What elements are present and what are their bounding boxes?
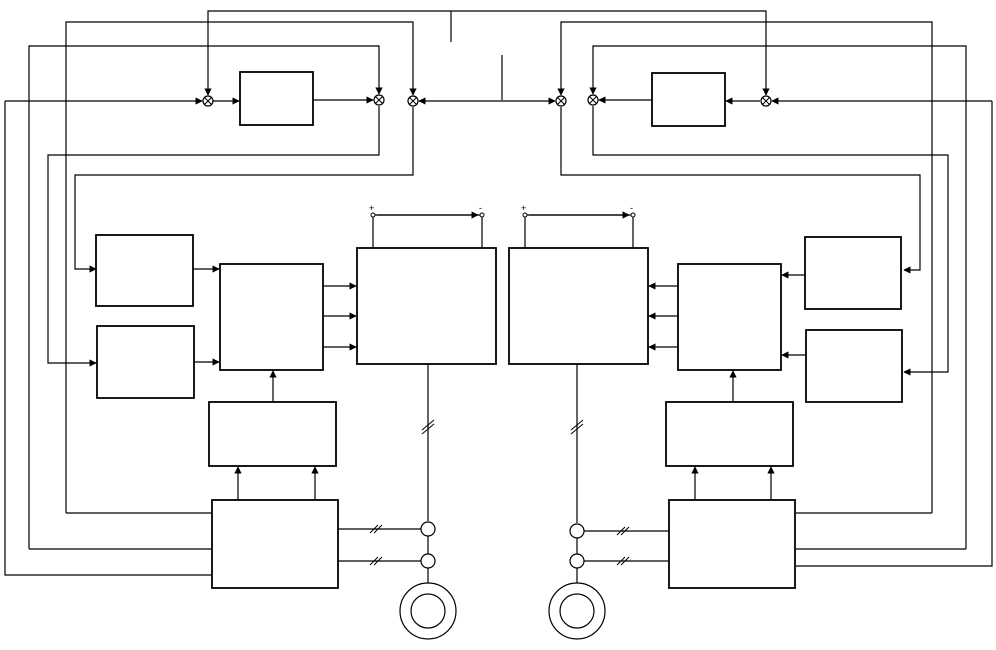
left-power-block — [356, 247, 497, 365]
three-phase-marker — [570, 419, 584, 435]
left-upper-block — [95, 234, 194, 307]
summing-junction — [373, 94, 385, 106]
current-sensor — [569, 523, 585, 539]
minus-sign: - — [630, 203, 633, 213]
right-signal-lines — [560, 101, 993, 567]
motor-left — [399, 582, 457, 640]
summing-junction — [202, 95, 214, 107]
motor-right — [548, 582, 606, 640]
top-controller-row — [5, 11, 992, 127]
right-lower-block — [805, 329, 903, 403]
current-sensor — [420, 553, 436, 569]
right-driver-block — [677, 263, 782, 371]
minus-sign: - — [479, 203, 482, 213]
summing-junction — [760, 95, 772, 107]
left-drive: + - — [95, 203, 497, 640]
left-sensor-block — [211, 499, 339, 589]
right-power-block — [508, 247, 649, 365]
current-sensor — [569, 553, 585, 569]
three-phase-marker — [421, 419, 435, 435]
ctrl-left-block — [239, 71, 314, 126]
summing-junction — [587, 94, 599, 106]
top-feedback-lines — [28, 10, 967, 549]
plus-sign: + — [521, 203, 526, 213]
ctrl-right-block — [651, 72, 726, 127]
right-drive: + - — [508, 203, 903, 640]
summing-junction — [407, 95, 419, 107]
left-driver-block — [219, 263, 324, 371]
plus-sign: + — [369, 203, 374, 213]
right-dc-supply: + - — [521, 203, 636, 248]
right-mid-block — [665, 401, 794, 467]
left-lower-block — [96, 325, 195, 399]
left-mid-block — [208, 401, 337, 467]
right-sensor-block — [668, 499, 796, 589]
right-upper-block — [804, 236, 902, 310]
left-dc-supply: + - — [369, 203, 485, 248]
current-sensor — [420, 521, 436, 537]
summing-junction — [555, 95, 567, 107]
left-signal-lines — [4, 101, 414, 576]
